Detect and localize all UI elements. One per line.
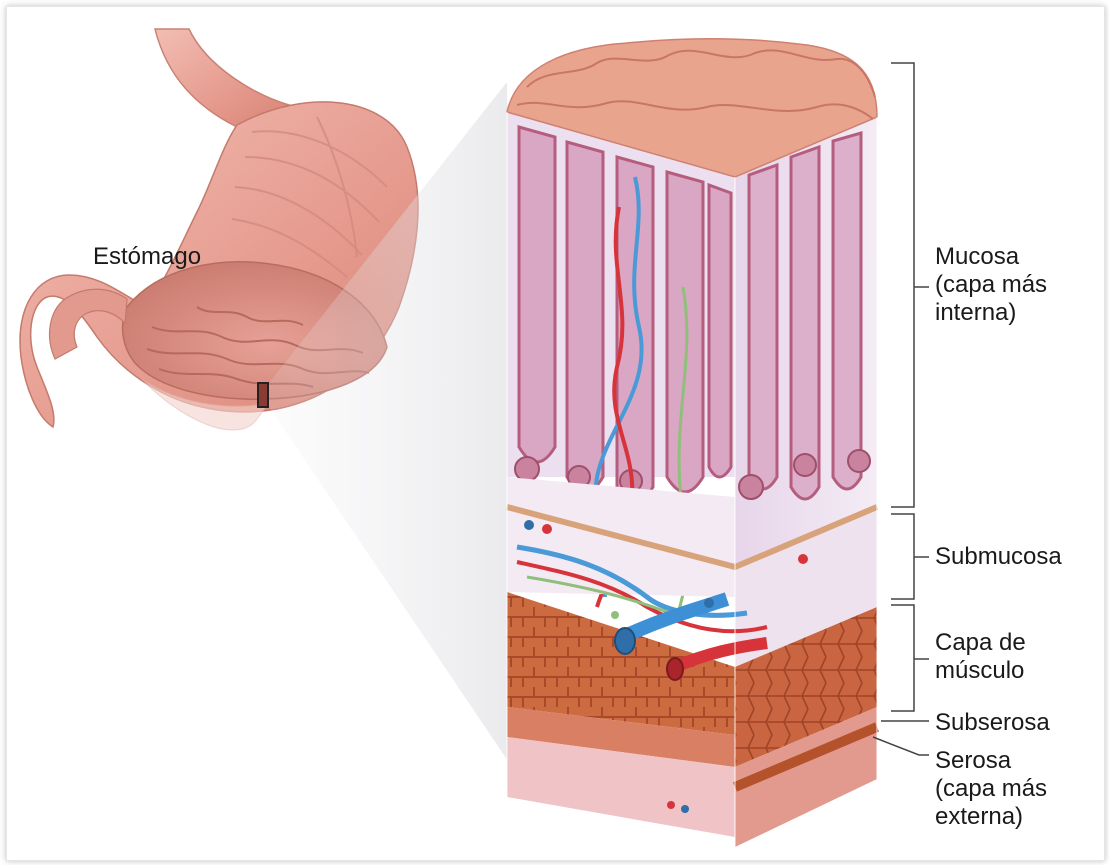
serosa-label-line3: externa) [935, 803, 1047, 831]
subserosa-label-text: Subserosa [935, 709, 1050, 737]
submucosa-bracket [891, 514, 929, 599]
gastric-pits-side [749, 133, 861, 499]
serosa-label-line1: Serosa [935, 747, 1047, 775]
mucosa-label-line1: Mucosa [935, 243, 1047, 271]
mucosa-label-line2: (capa más [935, 271, 1047, 299]
muscle-label-line1: Capa de [935, 629, 1026, 657]
mucosa-label: Mucosa (capa más interna) [935, 243, 1047, 327]
serosa-label-line2: (capa más [935, 775, 1047, 803]
submucosa-label-text: Submucosa [935, 543, 1062, 571]
figure-frame: Estómago Mucosa (capa más interna) Submu… [6, 6, 1105, 861]
zoom-region-marker [258, 383, 268, 407]
serosa-leader [873, 737, 929, 755]
mucosa-bracket [891, 63, 929, 507]
label-brackets [873, 63, 929, 755]
stomach-label: Estómago [93, 243, 201, 271]
muscle-label-line2: músculo [935, 657, 1026, 685]
tissue-block [507, 39, 877, 847]
mucosa-label-line3: interna) [935, 299, 1047, 327]
submucosa-label: Submucosa [935, 543, 1062, 571]
subserosa-label: Subserosa [935, 709, 1050, 737]
serosa-label: Serosa (capa más externa) [935, 747, 1047, 831]
muscle-label: Capa de músculo [935, 629, 1026, 685]
muscle-bracket [891, 605, 929, 711]
stomach-label-text: Estómago [93, 243, 201, 271]
